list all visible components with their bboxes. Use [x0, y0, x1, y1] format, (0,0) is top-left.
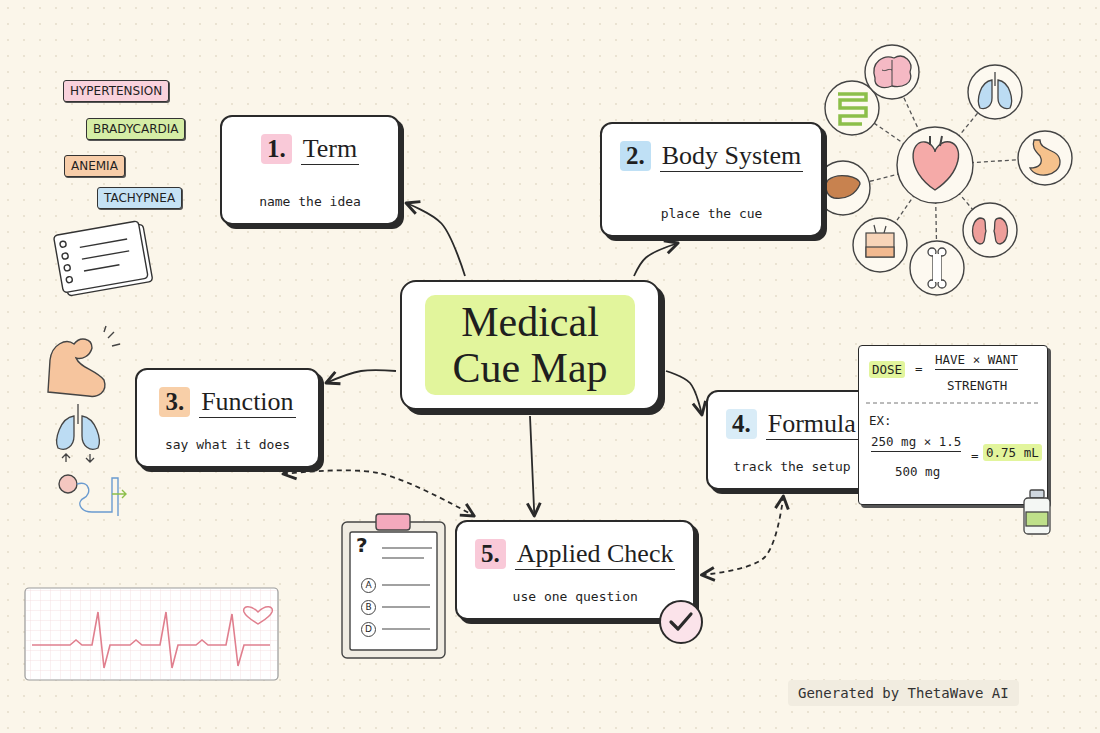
kidney-icon [973, 218, 1008, 244]
step-box: 3. Function say what it does [135, 368, 320, 468]
brain-icon [874, 56, 911, 87]
bone-icon [928, 248, 946, 288]
step-heading: 4. Formula [726, 408, 858, 440]
hub-box: Medical Cue Map [400, 280, 660, 410]
clipboard-icon [342, 514, 445, 658]
lungs-icon [979, 72, 1012, 109]
step-box: 2. Body System place the cue [600, 122, 823, 237]
option-letter: D [361, 622, 376, 637]
term-label: BRADYCARDIA [93, 122, 178, 136]
formula-term: 0.75 mL [983, 444, 1042, 461]
formula-term: EX: [869, 413, 892, 428]
term-tag: BRADYCARDIA [86, 118, 185, 140]
question-mark: ? [356, 533, 368, 557]
step-hint: say what it does [165, 437, 290, 452]
nephron-icon [59, 475, 126, 516]
step-title: Applied Check [515, 538, 676, 570]
step-hint: use one question [513, 589, 638, 604]
arrow-connector [530, 416, 534, 516]
step-number: 5. [475, 539, 506, 569]
formula-term: DOSE [869, 361, 905, 378]
notebook-icon [53, 220, 152, 297]
formula-term: 250 mg × 1.5 [871, 434, 961, 452]
step-heading: 3. Function [159, 386, 295, 418]
step-box: 4. Formula track the setup [706, 390, 878, 490]
dashed-link [283, 470, 474, 516]
formula-term: 500 mg [895, 464, 940, 479]
arrow-connector [666, 371, 702, 415]
step-number: 4. [726, 409, 757, 439]
step-hint: name the idea [259, 194, 361, 209]
term-label: ANEMIA [71, 159, 118, 173]
lungs-icon [57, 404, 99, 462]
step-title: Term [301, 133, 360, 165]
hub-title: Medical Cue Map [425, 295, 635, 395]
step-hint: track the setup [733, 459, 850, 474]
term-tag: ANEMIA [64, 155, 125, 177]
heart-icon [913, 142, 958, 190]
arrow-connector [326, 370, 396, 383]
term-label: TACHYPNEA [104, 191, 175, 205]
step-hint: place the cue [661, 206, 763, 221]
option-letter: A [361, 578, 376, 593]
formula-card: DOSE = HAVE × WANT STRENGTH EX: 250 mg × 1.5 5… [858, 345, 1048, 505]
term-label: HYPERTENSION [70, 84, 162, 98]
skin-icon [866, 225, 894, 257]
formula-term: STRENGTH [947, 378, 1007, 393]
dashed-link [701, 496, 783, 575]
arrow-connector [634, 243, 678, 276]
arrow-connector [406, 203, 465, 276]
ecg-panel [25, 588, 278, 680]
formula-term: = [971, 448, 979, 463]
liver-icon [826, 176, 860, 199]
step-heading: 1. Term [261, 133, 359, 165]
formula-term: HAVE × WANT [935, 352, 1018, 370]
option-letter: B [361, 600, 376, 615]
step-title: Function [199, 386, 295, 418]
step-box: 1. Term name the idea [220, 115, 400, 225]
muscle-icon [48, 326, 120, 396]
step-title: Body System [660, 140, 803, 172]
stomach-icon [1030, 140, 1060, 175]
intestine-icon [838, 94, 866, 124]
watermark: Generated by ThetaWave AI [788, 680, 1019, 706]
step-title: Formula [766, 408, 858, 440]
step-heading: 5. Applied Check [475, 538, 675, 570]
check-badge [657, 598, 705, 646]
step-number: 2. [620, 141, 651, 171]
step-number: 3. [159, 387, 190, 417]
step-number: 1. [261, 134, 292, 164]
term-tag: HYPERTENSION [63, 80, 169, 102]
step-heading: 2. Body System [620, 140, 803, 172]
organ-hub [816, 45, 1072, 295]
term-tag: TACHYPNEA [97, 187, 182, 209]
formula-term: = [915, 361, 923, 376]
step-box: 5. Applied Check use one question [455, 520, 695, 620]
